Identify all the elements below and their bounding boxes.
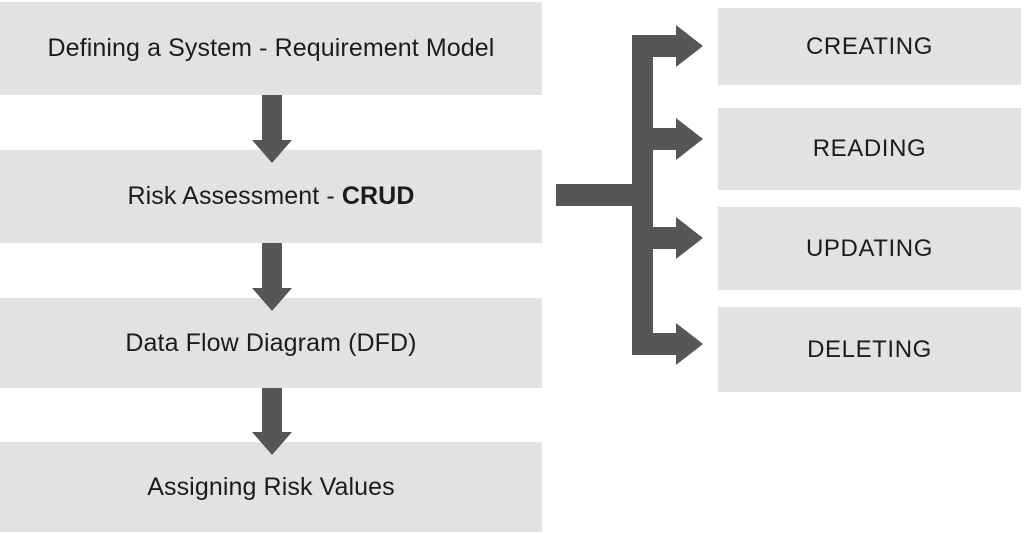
process-step-3-box[interactable]: Data Flow Diagram (DFD) xyxy=(0,298,542,388)
process-step-4-label: Assigning Risk Values xyxy=(147,472,395,501)
process-step-2-box[interactable]: Risk Assessment - CRUD xyxy=(0,150,542,243)
process-step-4-box[interactable]: Assigning Risk Values xyxy=(0,442,542,532)
right-arrow-icon-reading xyxy=(648,118,703,160)
crud-label-updating: UPDATING xyxy=(805,234,934,262)
crud-label-creating: CREATING xyxy=(805,32,934,60)
crud-label-reading: READING xyxy=(812,135,927,162)
process-step-1-label: Defining a System - Requirement Model xyxy=(47,34,495,63)
crud-box-creating[interactable]: CREATING xyxy=(718,8,1021,85)
process-step-2-label-emphasis: CRUD xyxy=(341,182,415,211)
right-arrow-icon-deleting xyxy=(648,323,703,365)
process-step-2-label: Risk Assessment - CRUD xyxy=(128,182,415,211)
branch-spine-vertical xyxy=(632,35,653,355)
crud-label-deleting: DELETING xyxy=(807,335,932,363)
right-arrow-icon-updating xyxy=(648,217,703,259)
process-step-2-label-prefix: Risk Assessment - xyxy=(127,182,342,211)
right-arrow-icon-creating xyxy=(648,25,703,67)
crud-box-updating[interactable]: UPDATING xyxy=(718,207,1021,290)
crud-box-reading[interactable]: READING xyxy=(718,108,1021,190)
branch-input-stub-horizontal xyxy=(556,184,636,206)
crud-box-deleting[interactable]: DELETING xyxy=(718,307,1021,392)
process-step-3-label: Data Flow Diagram (DFD) xyxy=(125,328,417,357)
process-step-1-box[interactable]: Defining a System - Requirement Model xyxy=(0,2,542,95)
